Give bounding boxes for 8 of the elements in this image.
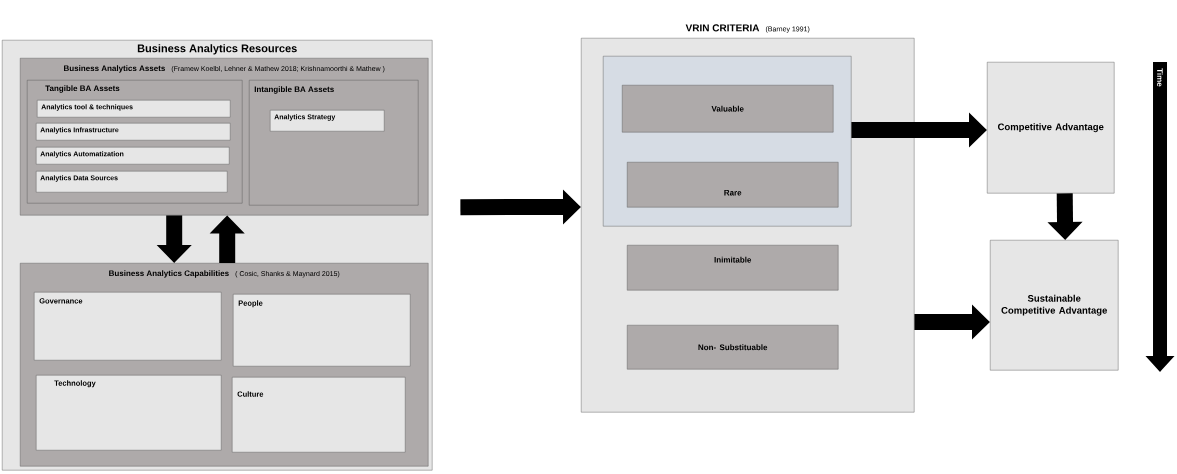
box: Rare: [627, 162, 839, 208]
box: Inimitable: [627, 245, 839, 291]
box: Non- Substituable: [627, 325, 839, 370]
box: Valuable: [622, 85, 834, 133]
box: Sustainable Competitive Advantage: [990, 240, 1119, 371]
box: Competitive Advantage: [987, 62, 1115, 194]
node-label: VRIN CRITERIA: [685, 24, 760, 32]
arrow-label: Time: [1157, 68, 1163, 87]
